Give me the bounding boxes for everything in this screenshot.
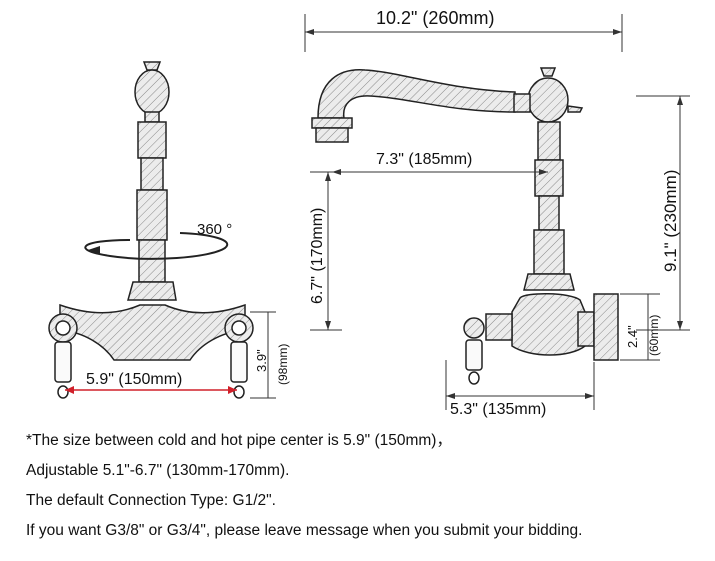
- note-default-connection: The default Connection Type: G1/2".: [26, 492, 276, 509]
- note-pipe-center: *The size between cold and hot pipe cent…: [26, 432, 452, 449]
- note-alternative-connection: If you want G3/8" or G3/4", please leave…: [26, 522, 583, 539]
- front-left-handle: [48, 313, 78, 399]
- notes-section: *The size between cold and hot pipe cent…: [26, 426, 706, 546]
- rotation-indicator: [84, 232, 229, 260]
- flange-in: 2.4": [625, 325, 640, 348]
- total-height-label: 9.1" (230mm): [661, 170, 680, 272]
- faucet-technical-drawing: 360 ° 5.9" (150mm) 3.9" (98mm) 10.2" (26…: [48, 8, 690, 418]
- front-height-mm: (98mm): [276, 344, 290, 385]
- side-view-faucet: [311, 67, 619, 385]
- handle-spacing-label: 5.9" (150mm): [86, 371, 182, 388]
- spout-reach-dimension: [304, 14, 623, 52]
- vertical-height-label: 6.7" (170mm): [309, 208, 326, 304]
- flange-dimension: [620, 293, 660, 361]
- side-depth-label: 5.3" (135mm): [450, 401, 546, 418]
- vertical-height-dimension: [310, 171, 342, 331]
- flange-mm: (60mm): [647, 315, 661, 356]
- front-view-faucet: [59, 61, 246, 361]
- side-depth-dimension: [445, 360, 595, 410]
- spout-reach-label: 10.2" (260mm): [376, 8, 494, 28]
- rotation-label: 360 °: [197, 221, 232, 238]
- spout-to-wall-label: 7.3" (185mm): [376, 151, 472, 168]
- note-adjustable: Adjustable 5.1"-6.7" (130mm-170mm).: [26, 462, 290, 479]
- total-height-dimension: [636, 95, 690, 331]
- front-right-handle: [224, 313, 254, 399]
- front-height-dimension: [250, 311, 276, 399]
- front-height-in: 3.9": [254, 349, 269, 372]
